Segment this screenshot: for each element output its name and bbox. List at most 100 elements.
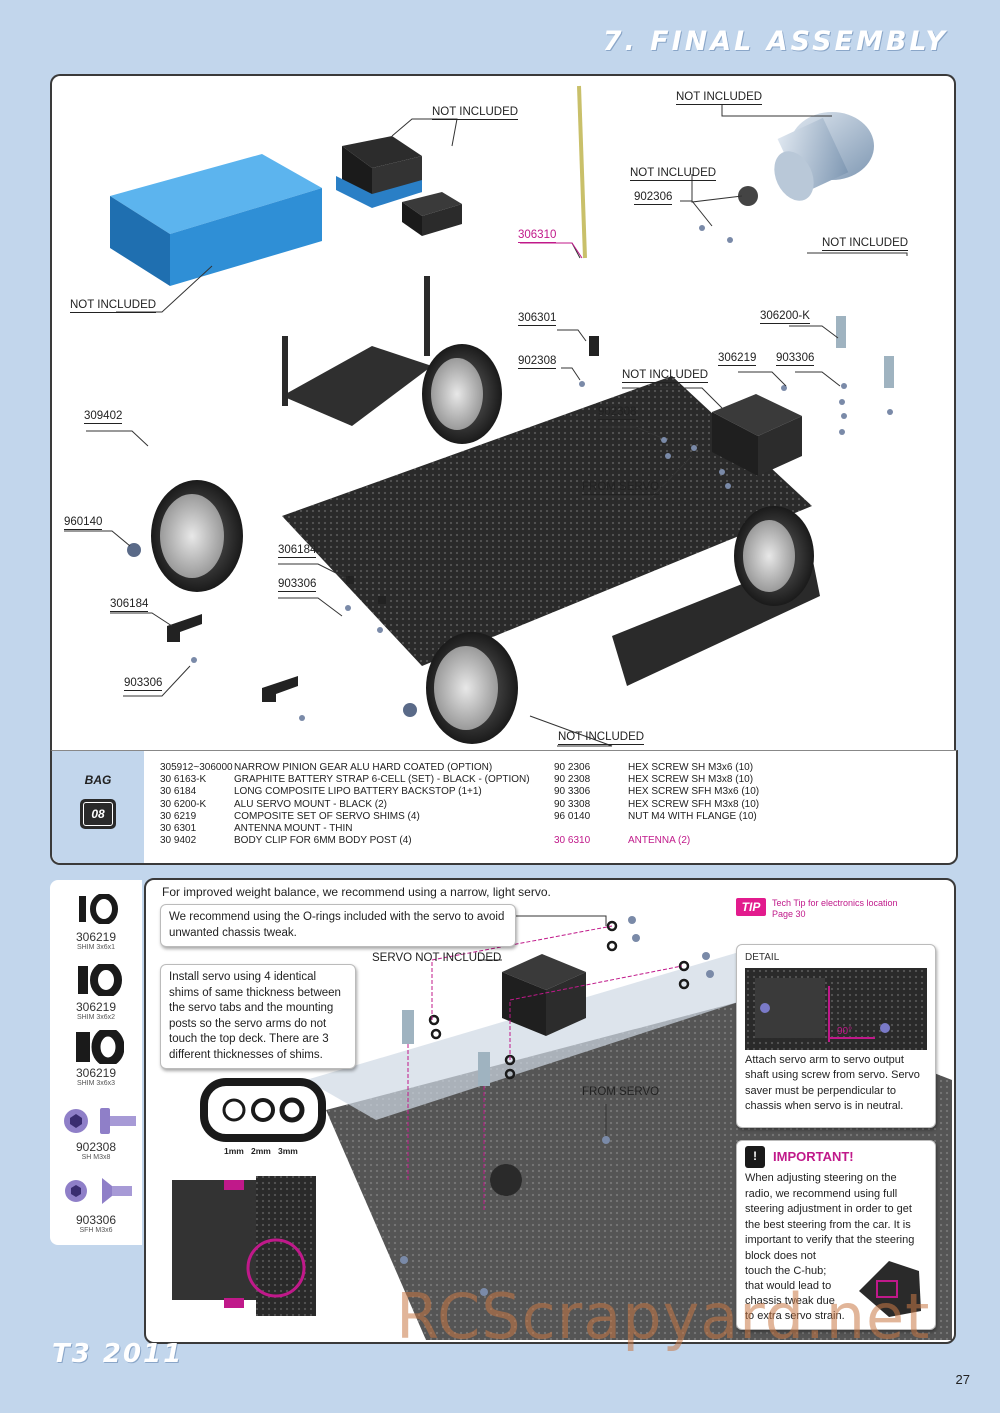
battery-backstop-a (167, 614, 202, 642)
shim-set-illustration (200, 1078, 326, 1142)
servo-body (502, 954, 586, 1036)
parts-list-row: 90 2306 HEX SCREW SH M3x6 (10) (554, 762, 759, 774)
hardware-item-shim-3: 306219 SHIM 3x6x3 (50, 1066, 142, 1087)
part-description: HEX SCREW SH M3x6 (10) (628, 762, 754, 773)
hardware-num: 306219 (75, 930, 117, 944)
part-description: ANTENNA (2) (628, 835, 691, 847)
shim-size-3mm: 3mm (278, 1146, 298, 1156)
callout-part-903306-b: 903306 (278, 578, 317, 592)
part-code (554, 823, 628, 835)
callout-not-included-motor-screw: NOT INCLUDED (822, 237, 909, 251)
receiver-unit (402, 192, 462, 236)
antenna-mount (589, 336, 599, 356)
important-box: ! IMPORTANT! When adjusting steering on … (736, 1140, 936, 1330)
part-description: NUT M4 WITH FLANGE (10) (628, 810, 757, 822)
servo-post-2 (884, 356, 894, 388)
tip-text-2: Page 30 (772, 909, 806, 919)
callout-part-306200-k: 306200-K (760, 310, 810, 324)
leader-servo-not-included (510, 915, 607, 926)
bag-sidebar: BAG 08 (52, 751, 144, 863)
part-code: 30 6163-K (160, 774, 207, 786)
part-code: 90 3308 (554, 798, 591, 810)
callout-part-902308-a: 902308 (518, 355, 557, 369)
wheel-rear-right (422, 344, 502, 444)
hardware-sub: SHIM 3x6x1 (76, 944, 116, 951)
parts-list-row: 30 6310 ANTENNA (2) (554, 835, 759, 847)
pinion-gear (738, 186, 758, 206)
callout-part-902308-b: 902308 (598, 406, 637, 420)
part-code: 30 6184 (160, 786, 197, 798)
flange-nut-b (403, 703, 417, 717)
hardware-item-903306: 903306 SFH M3x6 (50, 1213, 142, 1234)
callout-not-included-esc: NOT INCLUDED (432, 106, 519, 120)
servo-intro-text: For improved weight balance, we recommen… (162, 885, 551, 899)
callout-part-306301: 306301 (518, 312, 557, 326)
leader-lines (64, 105, 908, 747)
callout-not-included-servo: NOT INCLUDED (622, 369, 709, 383)
part-description: ALU SERVO MOUNT - BLACK (2) (234, 798, 387, 810)
part-code: 30 6301 (160, 823, 197, 835)
bag-number-badge: 08 (80, 799, 116, 829)
hardware-item-shim-2: 306219 SHIM 3x6x2 (50, 1000, 142, 1021)
hardware-num: 903306 (75, 1213, 117, 1227)
part-description: BODY CLIP FOR 6MM BODY POST (4) (234, 835, 412, 847)
part-code: 90 2306 (554, 762, 591, 773)
hardware-num: 306219 (75, 1066, 117, 1080)
shim-3mm-icon (76, 1030, 124, 1064)
shims-note-box: Install servo using 4 identical shims of… (160, 964, 356, 1069)
important-text-1: When adjusting steering on the radio, we… (745, 1172, 915, 1246)
wheel-rear-left (151, 480, 243, 592)
part-code: 30 6310 (554, 835, 591, 847)
hardware-sub: SH M3x8 (81, 1154, 111, 1161)
hex-screw-sh-icon (64, 1108, 136, 1134)
part-description: ANTENNA MOUNT - THIN (234, 823, 353, 835)
hardware-item-902308: 902308 SH M3x8 (50, 1140, 142, 1161)
assembly-diagram-panel: NOT INCLUDED NOT INCLUDED NOT INCLUDED 9… (50, 74, 956, 752)
exploded-chassis-diagram (64, 85, 908, 747)
callout-part-903306-c: 903306 (124, 677, 163, 691)
part-description: HEX SCREW SFH M3x6 (10) (628, 786, 760, 798)
detail-note: Attach servo arm to servo output shaft u… (745, 1053, 920, 1113)
battery-pack (110, 154, 322, 286)
hardware-sub: SHIM 3x6x3 (76, 1080, 116, 1087)
shim-size-2mm: 2mm (251, 1146, 271, 1156)
part-description: LONG COMPOSITE LIPO BATTERY BACKSTOP (1+… (234, 786, 482, 798)
watermark-text: RCScrapyard.net (396, 1280, 931, 1353)
flange-nut-a (127, 543, 141, 557)
callout-part-309402: 309402 (84, 410, 123, 424)
callout-part-306219: 306219 (718, 352, 757, 366)
esc-unit (336, 136, 422, 208)
servo-install-panel: For improved weight balance, we recommen… (144, 878, 956, 1344)
parts-list-row (554, 823, 759, 835)
hardware-sub: SFH M3x6 (79, 1227, 113, 1234)
hardware-item-shim-1: 306219 SHIM 3x6x1 (50, 930, 142, 951)
detail-angle: 90° (837, 1026, 852, 1037)
parts-list-row: 30 6301 ANTENNA MOUNT - THIN (160, 823, 530, 835)
antenna-tube (577, 85, 587, 259)
servo-screws (400, 916, 714, 1296)
callout-not-included-wheel: NOT INCLUDED (558, 731, 645, 745)
part-code: 30 6219 (160, 810, 197, 822)
callout-not-included-battery: NOT INCLUDED (70, 299, 157, 313)
wheel-front-left (426, 632, 518, 744)
important-text-2: block does not touch the C-hub; that wou… (745, 1249, 845, 1322)
bag-label: BAG (84, 773, 112, 787)
part-code: 305912~306000 (160, 762, 233, 773)
part-description: COMPOSITE SET OF SERVO SHIMS (4) (234, 810, 420, 822)
parts-list-row: 30 6219 COMPOSITE SET OF SERVO SHIMS (4) (160, 811, 530, 823)
part-description: HEX SCREW SH M3x8 (10) (628, 774, 754, 786)
callout-part-306310: 306310 (518, 229, 557, 243)
callout-from-servo: FROM SERVO (582, 481, 660, 495)
servo-post-right (478, 1052, 490, 1086)
servo-post-left (402, 1010, 414, 1044)
callout-part-902306: 902306 (634, 191, 673, 205)
callout-part-306184-a: 306184 (278, 544, 317, 558)
servo-saver (490, 1164, 522, 1196)
screws (191, 225, 893, 721)
assembly-guides (407, 925, 683, 1210)
hardware-sidebar: 306219 SHIM 3x6x1 306219 SHIM 3x6x2 3062… (50, 880, 142, 1245)
